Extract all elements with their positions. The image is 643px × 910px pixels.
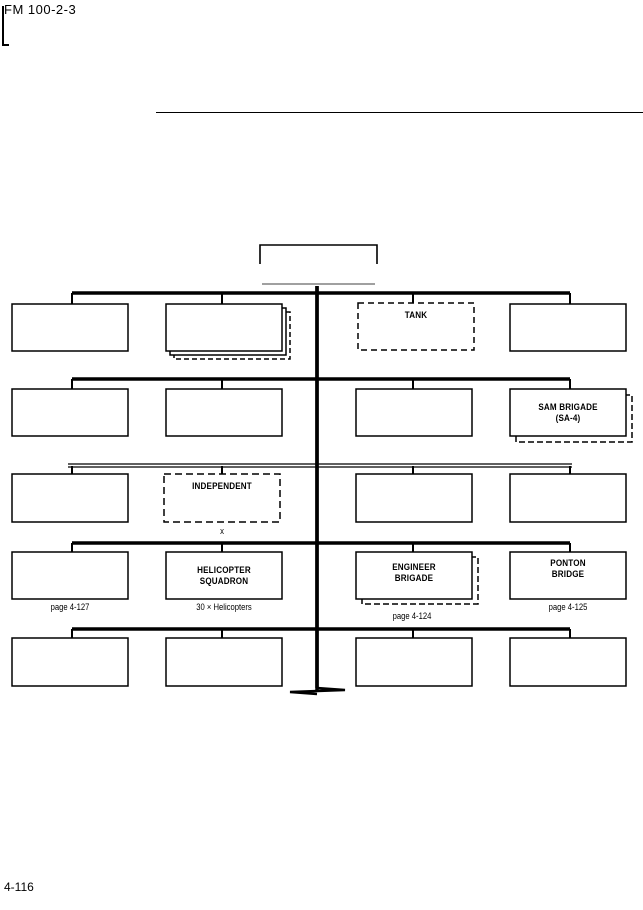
header-bracket (2, 6, 9, 46)
sam-brigade-box (509, 388, 633, 443)
tank-box (357, 302, 475, 351)
manual-id: FM 100-2-3 (4, 2, 77, 17)
independent-box (163, 473, 281, 523)
row4-left-page-ref: page 4-127 (50, 602, 90, 612)
hq-bracket (259, 244, 378, 285)
helicopter-squadron-label: HELICOPTER SQUADRON (197, 565, 251, 587)
unit-box-r5c1 (11, 637, 129, 687)
unit-box-r1c4 (509, 303, 627, 352)
top-rule (156, 112, 643, 113)
helicopter-squadron-box (165, 551, 283, 600)
connector-bar-thin (68, 463, 572, 468)
unit-box-r5c3 (355, 637, 473, 687)
tank-label: TANK (404, 310, 428, 321)
drop-lines (71, 293, 571, 638)
unit-box-r2c2 (165, 388, 283, 437)
unit-box-r2c3 (355, 388, 473, 437)
engineer-brigade-box (355, 551, 479, 605)
unit-box-r3c4 (509, 473, 627, 523)
ponton-bridge-box (509, 551, 627, 600)
stacked-unit-box-r1c2 (165, 303, 291, 360)
break-symbol (289, 686, 346, 696)
independent-mark: x (220, 526, 224, 536)
unit-box-r3c1 (11, 473, 129, 523)
unit-box-r5c4 (509, 637, 627, 687)
engineer-page-ref: page 4-124 (392, 611, 432, 621)
page-number: 4-116 (4, 880, 34, 894)
ponton-page-ref: page 4-125 (548, 602, 588, 612)
sam-brigade-label: SAM BRIGADE (SA-4) (538, 402, 598, 424)
unit-box-r1c1 (11, 303, 129, 352)
engineer-brigade-label: ENGINEER BRIGADE (392, 562, 436, 584)
unit-box-r2c1 (11, 388, 129, 437)
unit-box-r4c1 (11, 551, 129, 600)
helicopter-count-note: 30 × Helicopters (196, 602, 252, 612)
unit-box-r5c2 (165, 637, 283, 687)
connector-bars (72, 291, 570, 631)
unit-box-r3c3 (355, 473, 473, 523)
ponton-bridge-label: PONTON BRIDGE (550, 558, 586, 580)
independent-label: INDEPENDENT (192, 481, 252, 492)
